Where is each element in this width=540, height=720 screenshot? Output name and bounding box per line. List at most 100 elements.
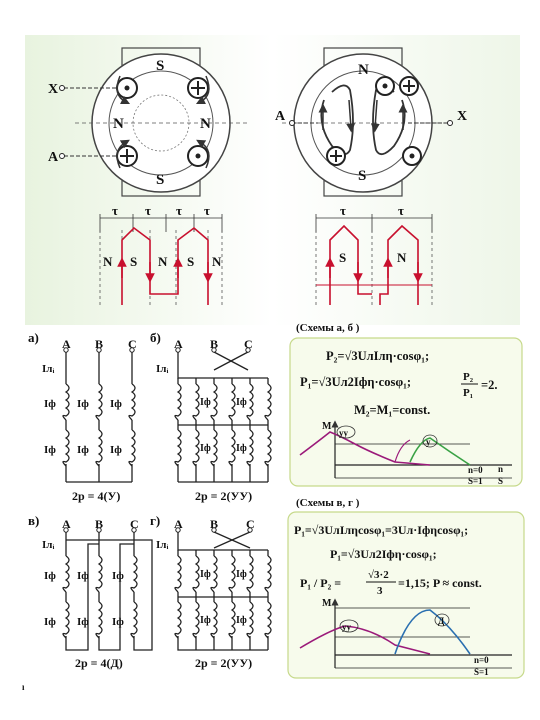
tau-label: τ xyxy=(112,203,118,218)
graph-s-label: S xyxy=(498,476,503,486)
phase-current-label: Iф xyxy=(77,398,89,410)
winding-diagram-2-pole: τ τ S N xyxy=(315,203,433,305)
ratio-denominator: P₁ xyxy=(463,387,473,399)
scheme-label: а) xyxy=(28,330,39,345)
formula-p1: P₁=√3Uл2Iфη·cosφ₁; xyxy=(300,375,411,389)
scheme-caption: 2p = 2(УУ) xyxy=(195,656,252,670)
phase-c-label: C xyxy=(128,337,137,351)
terminal-x-label: X xyxy=(457,109,467,124)
ratio-numerator: P₂ xyxy=(463,371,474,383)
ratio-denominator: 3 xyxy=(377,585,383,597)
phase-current-label: Iф xyxy=(44,444,56,456)
ratio-numerator: √3·2 xyxy=(368,569,389,581)
line-current-label: Iлᵢ xyxy=(156,539,168,551)
conductor-cross xyxy=(399,76,419,96)
pole-label: N xyxy=(158,254,168,269)
phase-current-label: Iф xyxy=(77,444,89,456)
ratio-result: =2. xyxy=(481,378,498,392)
scheme-g-double-star: г) A B C xyxy=(150,513,272,670)
formula-torque: M₂=M₁=const. xyxy=(354,403,430,417)
pole-label: S xyxy=(358,168,366,184)
phase-a-label: A xyxy=(174,337,183,351)
phase-a-label: A xyxy=(174,517,183,531)
pole-label: N xyxy=(200,116,211,132)
motor-2-pole: A X N S xyxy=(275,47,467,197)
formula-p1-line: P₁=√3UлIлηcosφ₁=3Uл·Iфηcosφ₁; xyxy=(294,523,468,537)
formula-p1-star: P₁=√3Uл2Iфη·cosφ₁; xyxy=(330,547,437,561)
phase-b-label: B xyxy=(210,517,218,531)
graph-n-label: n xyxy=(498,464,503,474)
phase-current-label: Iф xyxy=(44,616,56,628)
line-current-label: Iлᵢ xyxy=(42,539,54,551)
pole-label: N xyxy=(113,116,124,132)
phase-current-label: Iф xyxy=(200,443,211,454)
tau-label: τ xyxy=(145,203,151,218)
formula-panel-vg: (Схемы в, г ) P₁=√3UлIлηcosφ₁=3Uл·Iфηcos… xyxy=(287,497,525,679)
pole-label: S xyxy=(339,250,346,265)
tau-label: τ xyxy=(204,203,210,218)
phase-b-label: B xyxy=(210,337,218,351)
scheme-v-delta: в) A B C Iлᵢ Iф Iф Iф Iф Iф Iф 2p = 4(Д) xyxy=(28,513,153,670)
graph-n0-label: n=0 xyxy=(468,465,483,475)
pole-label: S xyxy=(187,254,194,269)
phase-current-label: Iф xyxy=(236,615,247,626)
pole-label: S xyxy=(156,58,164,74)
tau-label: τ xyxy=(176,203,182,218)
ratio-lhs: P₁ / P₂ = xyxy=(300,576,341,590)
phase-b-label: B xyxy=(95,517,103,531)
pole-label: N xyxy=(212,254,222,269)
pole-label: N xyxy=(103,254,113,269)
pole-label: S xyxy=(156,172,164,188)
phase-current-label: Iф xyxy=(236,569,247,580)
phase-a-label: A xyxy=(62,337,71,351)
conductor-cross xyxy=(116,145,138,167)
scheme-caption: 2p = 4(Д) xyxy=(75,656,123,670)
phase-current-label: Iф xyxy=(112,570,124,582)
curve-label: уу xyxy=(342,622,352,632)
phase-a-label: A xyxy=(62,517,71,531)
phase-current-label: Iф xyxy=(236,397,247,408)
scheme-caption: 2p = 4(У) xyxy=(72,489,120,503)
panel-heading: (Схемы а, б ) xyxy=(296,322,360,334)
phase-current-label: Iф xyxy=(77,570,89,582)
phase-current-label: Iф xyxy=(110,398,122,410)
graph-n0-label: n=0 xyxy=(474,655,489,665)
phase-current-label: Iф xyxy=(200,569,211,580)
phase-current-label: Iф xyxy=(200,615,211,626)
scheme-caption: 2p = 2(УУ) xyxy=(195,489,252,503)
graph-axis-m: M xyxy=(322,421,332,432)
curve-label: Д xyxy=(438,616,445,626)
terminal-a-label: A xyxy=(48,150,59,165)
formula-p2: P₂=√3UлIлη·cosφ₁; xyxy=(326,349,429,363)
conductor-dot xyxy=(187,145,209,167)
curve-label: уу xyxy=(339,428,349,438)
tau-label: τ xyxy=(340,203,346,218)
phase-c-label: C xyxy=(130,517,139,531)
phase-current-label: Iф xyxy=(77,616,89,628)
phase-current-label: Iф xyxy=(110,444,122,456)
graph-s1-label: S=1 xyxy=(474,667,489,677)
conductor-dot xyxy=(402,146,422,166)
footer-mark: ı xyxy=(22,682,25,692)
phase-current-label: Iф xyxy=(44,398,56,410)
phase-current-label: Iф xyxy=(236,443,247,454)
pole-label: N xyxy=(397,250,407,265)
line-current-label: Iлᵢ xyxy=(42,363,54,375)
formula-panel-ab: (Схемы а, б ) P₂=√3UлIлη·cosφ₁; P₁=√3Uл2… xyxy=(289,322,523,487)
phase-current-label: Iф xyxy=(112,616,124,628)
pole-label: S xyxy=(130,254,137,269)
pole-label: N xyxy=(358,62,369,78)
panel-heading: (Схемы в, г ) xyxy=(296,497,360,509)
background-tint xyxy=(25,35,520,325)
terminal-x-label: X xyxy=(48,82,58,97)
scheme-a-star: а) A B C Iлᵢ Iф Iф Iф Iф Iф Iф 2p = 4(У) xyxy=(28,330,137,503)
scheme-label: б) xyxy=(150,330,161,345)
scheme-label: г) xyxy=(150,513,160,528)
phase-current-label: Iф xyxy=(200,397,211,408)
curve-label: у xyxy=(426,437,431,447)
scheme-label: в) xyxy=(28,513,39,528)
conductor-dot xyxy=(116,77,138,99)
graph-s1-label: S=1 xyxy=(468,476,483,486)
conductor-dot xyxy=(375,76,395,96)
